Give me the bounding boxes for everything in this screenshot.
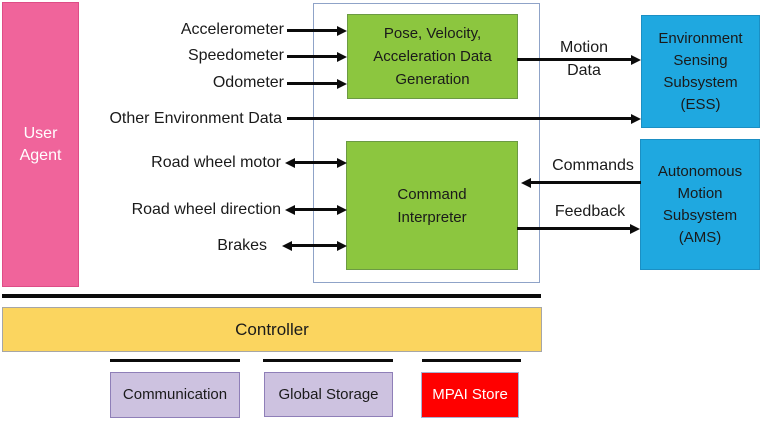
communication-box: Communication (110, 372, 240, 418)
user-agent-label: User Agent (19, 124, 62, 164)
commands-label: Commands (552, 157, 634, 174)
mpai-store-separator-line (422, 359, 521, 362)
feedback-label: Feedback (554, 203, 626, 220)
other-environment-data-arrow (287, 117, 632, 120)
road-wheel-direction-label: Road wheel direction (131, 201, 281, 218)
odometer-arrow (287, 82, 338, 85)
controller-label: Controller (235, 319, 309, 339)
road-wheel-direction-arrow (294, 208, 338, 211)
speedometer-arrow (287, 55, 338, 58)
pose-velocity-acceleration-box: Pose, Velocity, Acceleration Data Genera… (347, 14, 518, 99)
ams-box: Autonomous Motion Subsystem (AMS) (640, 139, 760, 270)
communication-label: Communication (122, 386, 228, 403)
ess-box: Environment Sensing Subsystem (ESS) (641, 15, 760, 128)
motion-data-arrow (517, 58, 632, 61)
odometer-label: Odometer (212, 74, 284, 91)
global-storage-label: Global Storage (278, 385, 379, 403)
accelerometer-arrow (287, 29, 338, 32)
road-wheel-motor-label: Road wheel motor (151, 154, 281, 171)
speedometer-label: Speedometer (187, 47, 284, 64)
other-environment-data-label: Other Environment Data (109, 110, 282, 127)
ams-label: Autonomous Motion Subsystem (AMS) (657, 162, 743, 246)
user-agent-box: User Agent (2, 2, 79, 287)
command-interpreter-box: Command Interpreter (346, 141, 518, 270)
communication-separator-line (110, 359, 240, 362)
controller-separator-line (2, 294, 541, 298)
ai-modules-frame (313, 3, 540, 283)
accelerometer-label: Accelerometer (180, 21, 284, 38)
controller-bar: Controller (2, 307, 542, 352)
mpai-store-box: MPAI Store (421, 372, 519, 418)
motion-data-label: Motion Data (559, 39, 609, 79)
command-interpreter-label: Command Interpreter (397, 185, 467, 226)
global-storage-box: Global Storage (264, 372, 393, 417)
feedback-arrow (517, 227, 631, 230)
global-storage-separator-line (263, 359, 393, 362)
pose-velocity-acceleration-label: Pose, Velocity, Acceleration Data Genera… (373, 25, 492, 88)
mpai-store-label: MPAI Store (432, 386, 508, 403)
commands-arrow (530, 181, 641, 184)
brakes-label: Brakes (217, 237, 267, 254)
road-wheel-motor-arrow (294, 161, 338, 164)
ess-label: Environment Sensing Subsystem (ESS) (658, 29, 743, 113)
brakes-arrow (291, 244, 338, 247)
